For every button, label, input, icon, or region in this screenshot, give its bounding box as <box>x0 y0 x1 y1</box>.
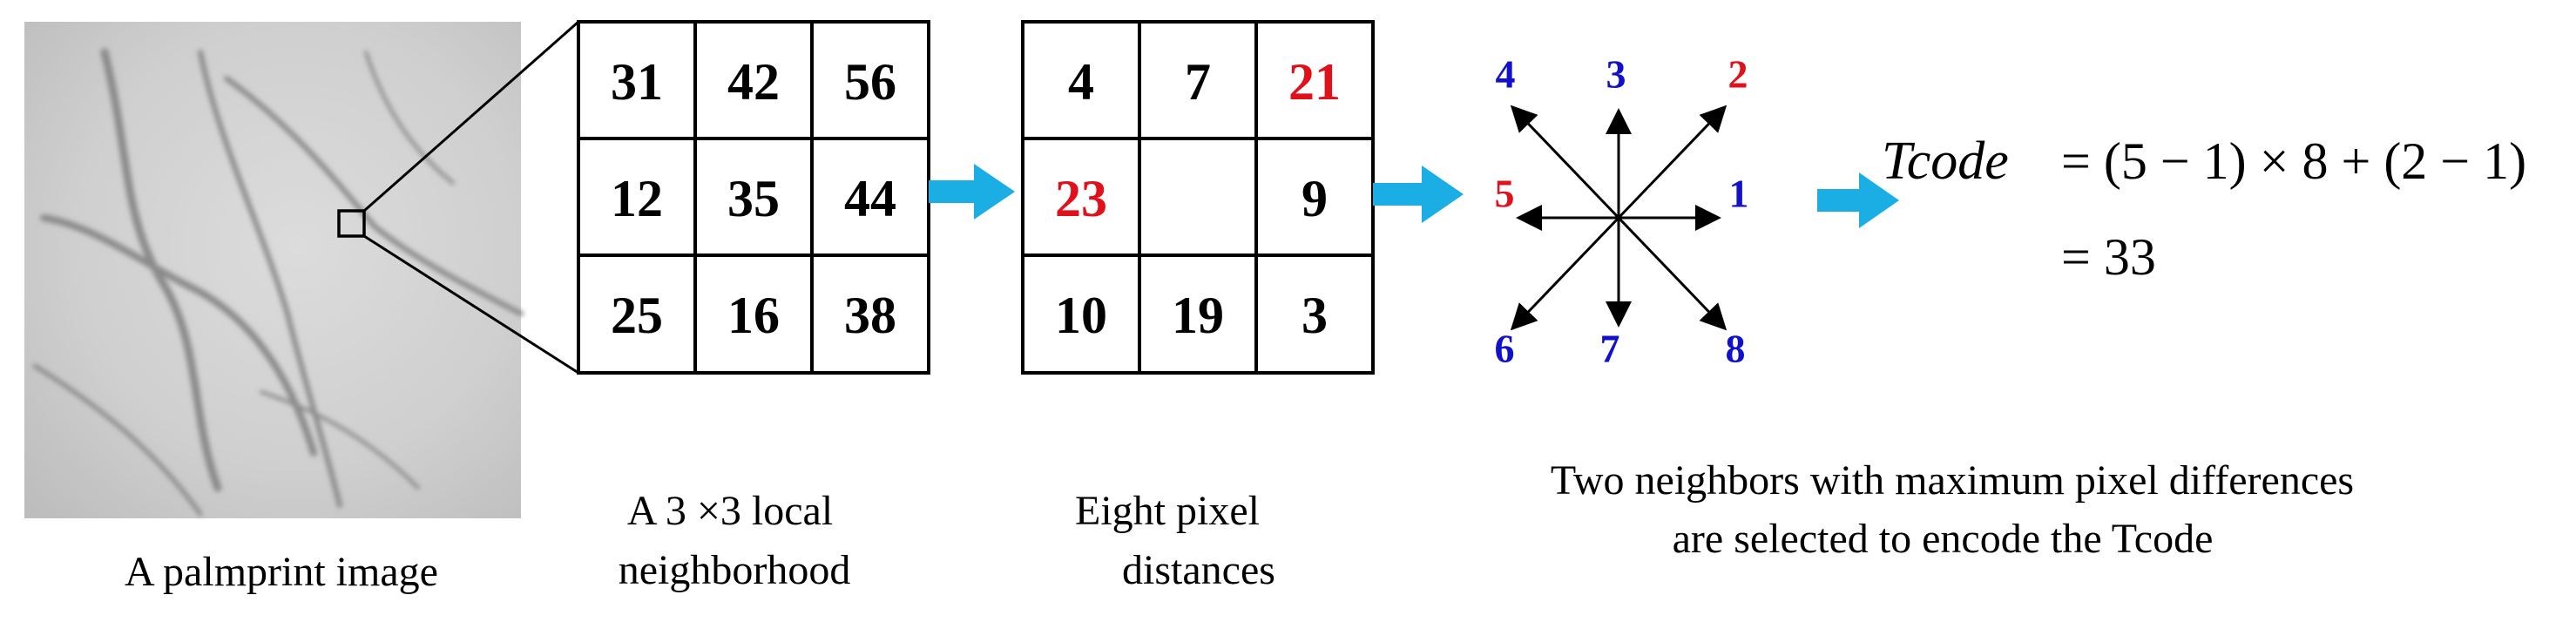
distance-grid-caption-2: distances <box>1122 547 1275 593</box>
direction-label-7: 7 <box>1600 327 1620 371</box>
direction-label-2: 2 <box>1728 52 1748 97</box>
direction-labels: 1 2 3 4 5 6 7 8 <box>1495 52 1749 371</box>
zoom-line-top <box>363 20 579 213</box>
local-grid-cell-4: 35 <box>727 170 780 227</box>
zoom-line-bottom <box>363 234 579 375</box>
palmprint-image <box>24 22 524 518</box>
local-grid-cell-8: 38 <box>844 287 896 344</box>
directions-caption-1: Two neighbors with maximum pixel differe… <box>1551 457 2354 504</box>
local-grid-cell-1: 42 <box>727 53 780 111</box>
distance-grid-cell-8: 3 <box>1302 287 1328 344</box>
local-grid-caption-1: A 3 ×3 local <box>627 488 833 534</box>
equation-lhs: Tcode <box>1882 132 2009 191</box>
palmprint-caption: A palmprint image <box>125 549 438 595</box>
local-grid-cell-7: 16 <box>727 287 780 344</box>
direction-label-5: 5 <box>1495 172 1515 216</box>
distance-grid-cell-2: 21 <box>1288 53 1341 111</box>
zoom-box <box>337 209 366 238</box>
direction-label-3: 3 <box>1606 52 1626 97</box>
local-grid-caption-2: neighborhood <box>619 547 851 593</box>
local-grid-cell-0: 31 <box>611 53 663 111</box>
direction-star-icon <box>1510 105 1727 331</box>
local-grid: 31 42 56 12 35 44 25 16 38 <box>577 20 930 375</box>
direction-label-6: 6 <box>1495 327 1515 371</box>
right-arrow-icon <box>1373 166 1464 223</box>
distance-grid-cell-3: 23 <box>1055 170 1107 227</box>
distance-grid-cell-0: 4 <box>1068 53 1094 111</box>
directions-caption-2: are selected to encode the Tcode <box>1673 516 2214 562</box>
distance-grid-cell-5: 9 <box>1302 170 1328 227</box>
distance-grid: 4 7 21 23 9 10 19 3 <box>1021 20 1375 375</box>
distance-grid-cell-7: 19 <box>1172 287 1224 344</box>
local-grid-cell-6: 25 <box>611 287 663 344</box>
direction-label-1: 1 <box>1729 172 1749 216</box>
direction-label-4: 4 <box>1496 52 1516 97</box>
local-grid-cell-5: 44 <box>844 170 896 227</box>
distance-grid-caption-1: Eight pixel <box>1075 488 1260 534</box>
equation-rhs-line1: = (5 − 1) × 8 + (2 − 1) <box>2061 132 2526 190</box>
distance-grid-cell-1: 7 <box>1185 53 1211 111</box>
equation-rhs-line2: = 33 <box>2061 228 2156 286</box>
local-grid-cell-3: 12 <box>611 170 663 227</box>
direction-label-8: 8 <box>1726 327 1746 371</box>
distance-grid-cell-6: 10 <box>1055 287 1107 344</box>
local-grid-cell-2: 56 <box>844 53 896 111</box>
right-arrow-icon <box>929 164 1015 220</box>
right-arrow-icon <box>1817 172 1899 228</box>
